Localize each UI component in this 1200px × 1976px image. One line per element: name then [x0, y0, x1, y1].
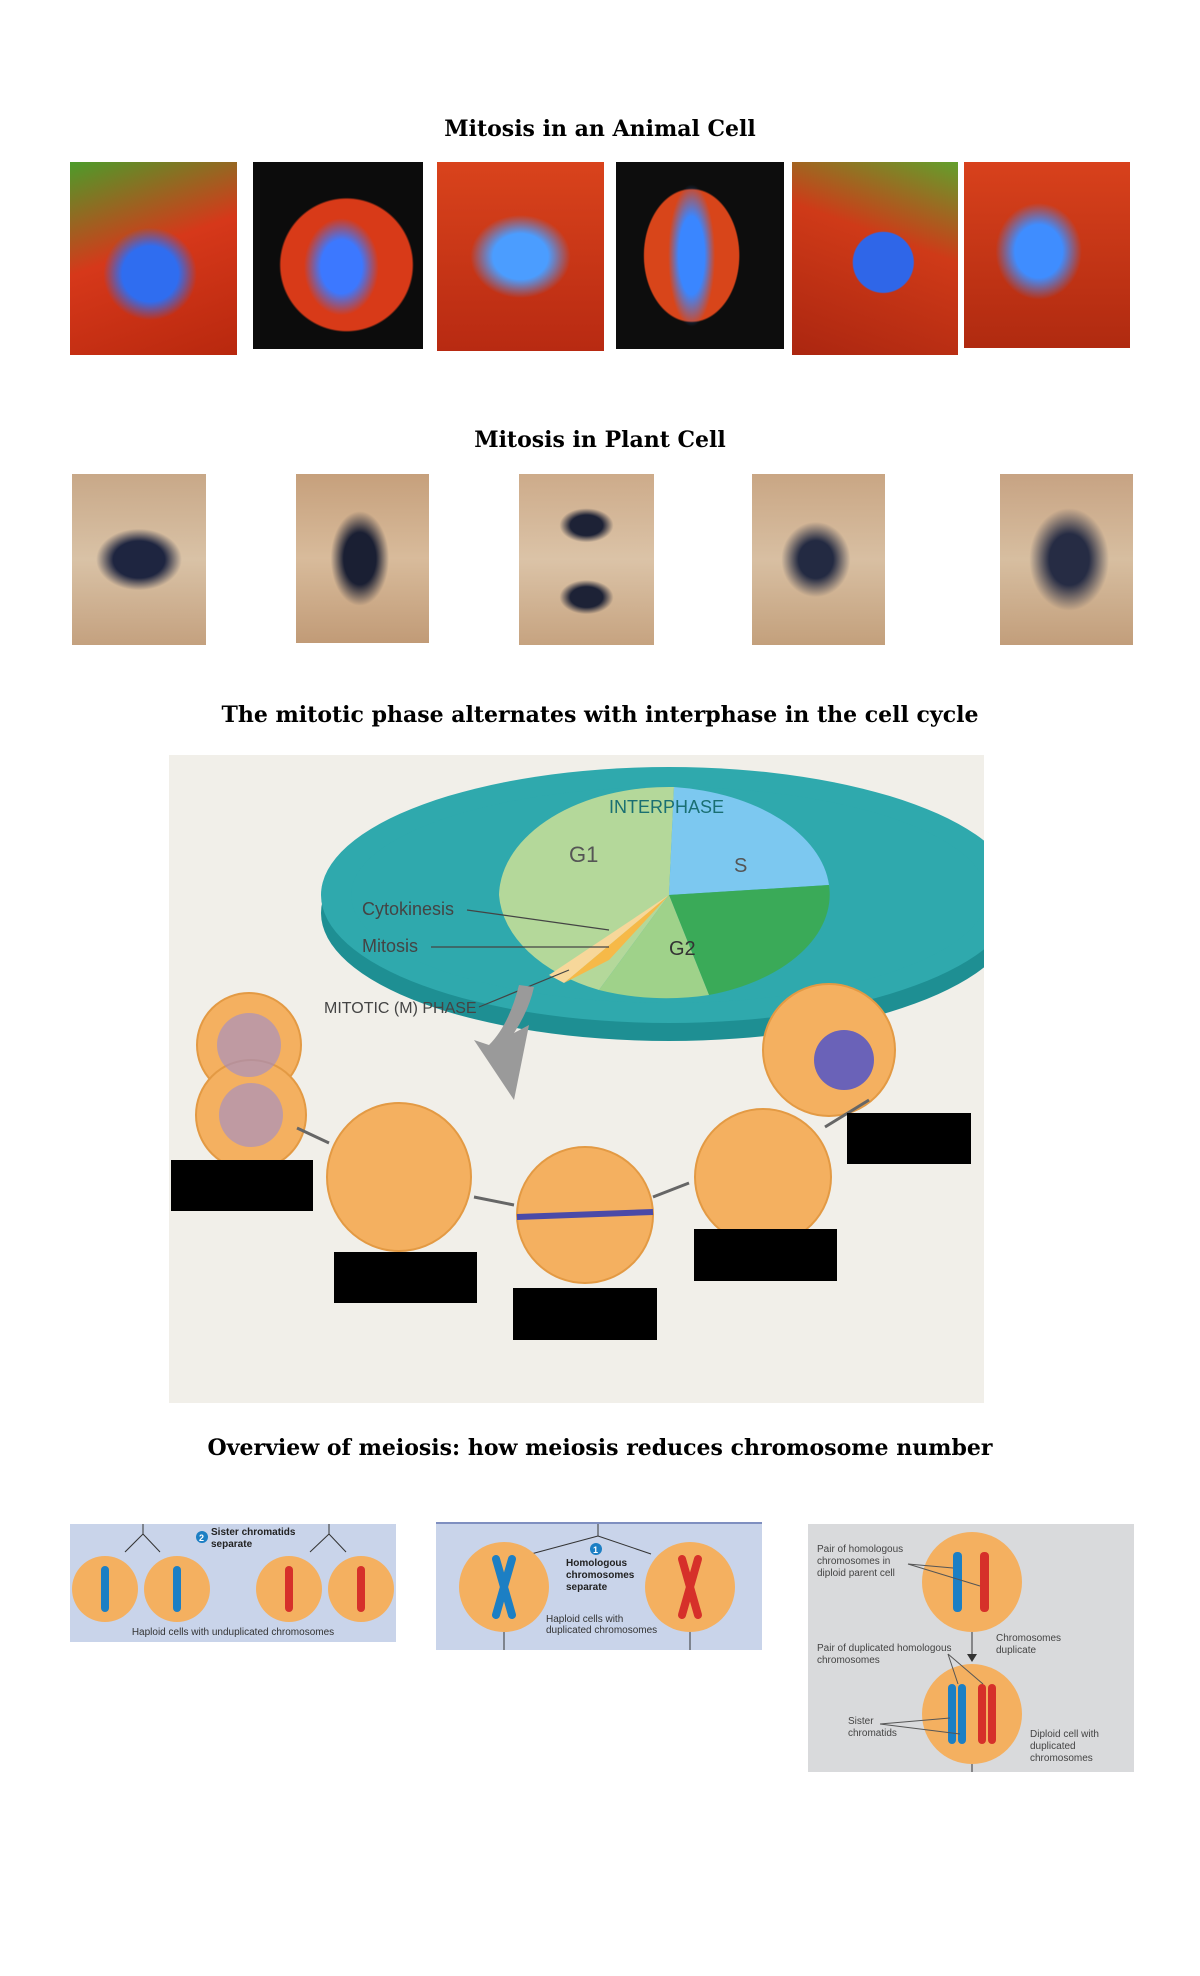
hidden-label-box-telophase [171, 1160, 313, 1211]
prometaphase-cell [694, 1108, 832, 1246]
cell-cycle-diagram: G1 S G2 INTERPHASE Cytokinesis Mitosis M… [169, 755, 984, 1403]
haploid-unduplicated-caption: Haploid cells with unduplicated chromoso… [131, 1627, 335, 1638]
duplicated-pair-label: Pair of duplicated homologous chromosome… [817, 1643, 952, 1666]
sister-chromatids-separate-label: Sister chromatids separate [211, 1527, 296, 1550]
g2-label: G2 [669, 938, 696, 960]
g1-segment [499, 786, 674, 895]
animal-micrograph-1 [70, 162, 237, 355]
meiosis-panel-1: 2 Sister chromatids separate Haploid cel… [70, 1524, 396, 1642]
arrow-down-icon [474, 985, 534, 1100]
cell-cycle-svg: G1 S G2 INTERPHASE Cytokinesis Mitosis M… [195, 767, 984, 1284]
anaphase-cell [326, 1102, 472, 1252]
cytokinesis-label: Cytokinesis [362, 899, 454, 919]
interphase-label: INTERPHASE [609, 797, 724, 817]
heading-plant-mitosis: Mitosis in Plant Cell [474, 427, 726, 453]
mphase-label: MITOTIC (M) PHASE [324, 1000, 477, 1017]
haploid-duplicated-caption: Haploid cells with duplicated chromosome… [546, 1614, 658, 1636]
animal-micrograph-4 [616, 162, 784, 349]
animal-micrograph-3 [437, 162, 604, 351]
hidden-label-box-prometaphase [694, 1229, 837, 1281]
cytokinesis-wedge [549, 895, 669, 983]
hidden-label-box-metaphase [513, 1288, 657, 1340]
animal-micrograph-6 [964, 162, 1130, 348]
mitosis-label: Mitosis [362, 936, 418, 956]
sister-chromatids-label: Sister chromatids [848, 1716, 897, 1739]
s-segment [669, 787, 829, 895]
step-2-number: 2 [199, 1533, 204, 1543]
heading-cell-cycle: The mitotic phase alternates with interp… [221, 702, 979, 728]
g1-label: G1 [569, 842, 598, 867]
animal-micrograph-5 [792, 162, 958, 355]
plant-micrograph-1 [72, 474, 206, 645]
plant-micrograph-3 [519, 474, 654, 645]
heading-meiosis: Overview of meiosis: how meiosis reduces… [207, 1435, 993, 1461]
meiosis-panel-3: Pair of homologous chromosomes in diploi… [808, 1524, 1134, 1772]
hidden-label-box-prophase [847, 1113, 971, 1164]
plant-micrograph-4 [752, 474, 885, 645]
meiosis-panel-2: 1 Homologous chromosomes separate Haploi… [436, 1522, 762, 1650]
homologous-separate-label: Homologous chromosomes separate [566, 1558, 635, 1593]
homologous-pair-label: Pair of homologous chromosomes in diploi… [817, 1544, 904, 1579]
step-1-number: 1 [593, 1545, 598, 1555]
s-label: S [734, 855, 747, 877]
hidden-label-box-anaphase [334, 1252, 477, 1303]
diploid-cell-label: Diploid cell with duplicated chromosomes [1030, 1729, 1099, 1764]
animal-micrograph-2 [253, 162, 423, 349]
g2-segment [669, 885, 830, 995]
heading-animal-mitosis: Mitosis in an Animal Cell [444, 116, 756, 142]
meiosis-panel-2-svg: 1 [459, 1524, 735, 1650]
chromosomes-duplicate-label: Chromosomes duplicate [996, 1633, 1062, 1656]
meiosis-panel-1-svg: 2 [72, 1524, 394, 1622]
meiosis-panel-3-svg [879, 1532, 1022, 1772]
plant-micrograph-5 [1000, 474, 1133, 645]
plant-micrograph-2 [296, 474, 429, 643]
